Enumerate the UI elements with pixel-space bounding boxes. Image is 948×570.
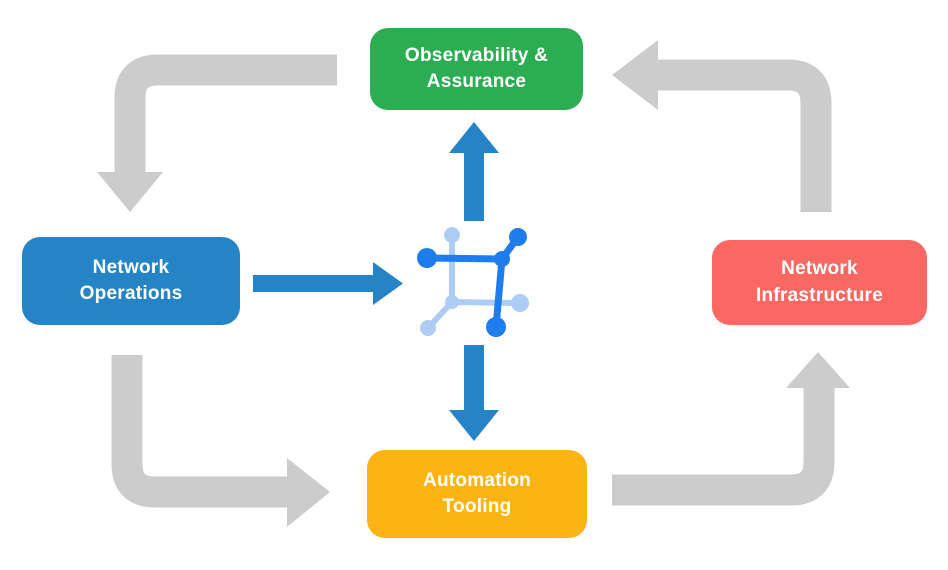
arrow-shaft xyxy=(658,59,832,212)
icon-line-dark-vertical xyxy=(492,255,506,331)
icon-line-dark-horizontal xyxy=(423,254,506,263)
icon-dot-dark-left xyxy=(417,248,437,268)
arrow-shaft xyxy=(114,54,337,173)
icon-line-light-horizontal xyxy=(449,299,523,306)
icon-dot-light-junction xyxy=(445,295,459,309)
icon-dot-light-bottom-left xyxy=(420,320,436,336)
node-observability-assurance: Observability & Assurance xyxy=(370,28,583,110)
node-label-line: Assurance xyxy=(426,71,527,92)
arrow-head xyxy=(612,40,658,110)
arrow-operations-to-automation xyxy=(111,355,330,527)
arrow-head xyxy=(786,352,850,388)
arrow-observability-to-operations xyxy=(97,54,337,212)
arrow-operations-to-platform xyxy=(253,262,403,305)
icon-dot-dark-bottom xyxy=(486,317,506,337)
node-automation-tooling: Automation Tooling xyxy=(367,450,587,538)
arrow-shaft xyxy=(111,355,287,508)
arrow-shaft xyxy=(612,388,835,506)
icon-dot-light-top xyxy=(444,227,460,243)
node-label-line: Network xyxy=(92,256,170,278)
arrow-platform-to-observability xyxy=(449,122,499,221)
arrow-infrastructure-to-observability xyxy=(612,40,832,212)
node-label-line: Operations xyxy=(79,283,183,304)
node-label-line: Automation xyxy=(422,469,532,491)
icon-dot-dark-top-right xyxy=(509,228,527,246)
node-label-line: Observability & xyxy=(404,44,549,66)
arrow-automation-to-infrastructure xyxy=(612,352,850,506)
network-fabric-icon xyxy=(417,227,529,337)
icon-dot-light-right xyxy=(511,294,529,312)
node-network-operations: Network Operations xyxy=(22,237,240,325)
arrow-head xyxy=(287,458,330,527)
arrow-head xyxy=(97,172,163,212)
node-label-line: Infrastructure xyxy=(755,284,884,306)
node-network-infrastructure: Network Infrastructure xyxy=(712,240,927,325)
node-label-line: Network xyxy=(781,258,858,280)
node-label-line: Tooling xyxy=(442,496,512,517)
arrow-platform-to-automation xyxy=(449,345,499,441)
icon-dot-dark-junction xyxy=(494,251,510,267)
